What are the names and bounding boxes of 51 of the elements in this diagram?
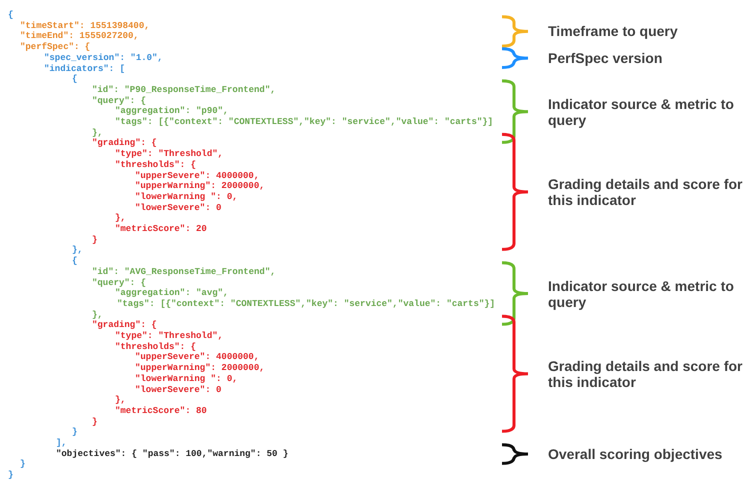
code-line: "tags": [{"context": "CONTEXTLESS","key": "service","value": "carts"}] xyxy=(117,298,496,309)
code-line: "id": "P90_ResponseTime_Frontend", xyxy=(92,84,276,95)
code-line: "query": { xyxy=(92,96,146,106)
code-line: "upperSevere": 4000000, xyxy=(135,170,260,180)
code-line: { xyxy=(72,256,78,266)
code-line: }, xyxy=(92,128,103,138)
code-line: "lowerWarning ": 0, xyxy=(135,374,238,384)
code-line: "indicators": [ xyxy=(44,64,126,74)
code-line: "lowerWarning ": 0, xyxy=(135,192,238,202)
annotation-text: Overall scoring objectives xyxy=(548,446,724,462)
code-line: "grading": { xyxy=(92,138,157,148)
code-line: } xyxy=(20,459,26,470)
code-line: "upperWarning": 2000000, xyxy=(135,181,265,192)
code-line: "type": "Threshold", xyxy=(115,331,224,341)
code-line: "aggregation": "avg", xyxy=(115,288,228,298)
code-line: "timeStart": 1551398400, xyxy=(20,20,150,31)
code-line: "objectives": { "pass": 100,"warning": 50 } xyxy=(56,448,288,459)
code-line: }, xyxy=(115,213,126,224)
code-line: "metricScore": 20 xyxy=(115,224,207,234)
code-line: "lowerSevere": 0 xyxy=(135,202,222,213)
code-line: "thresholds": { xyxy=(115,342,196,352)
code-line: } xyxy=(92,234,98,245)
code-line: "aggregation": "p90", xyxy=(115,106,228,116)
code-line: "type": "Threshold", xyxy=(115,149,224,160)
code-line: "lowerSevere": 0 xyxy=(135,384,222,394)
code-line: { xyxy=(8,10,14,20)
code-line: } xyxy=(72,427,78,438)
code-line: "metricScore": 80 xyxy=(115,406,207,416)
code-line: "upperSevere": 4000000, xyxy=(135,352,260,362)
code-line: { xyxy=(72,74,78,84)
code-line: "upperWarning": 2000000, xyxy=(135,363,265,374)
code-line: } xyxy=(8,470,14,480)
annotation-text: Indicator source & metric to query xyxy=(548,96,735,128)
code-line: }, xyxy=(72,245,83,256)
code-line: ], xyxy=(56,438,67,448)
code-line: "thresholds": { xyxy=(115,160,196,170)
annotation-text: PerfSpec version xyxy=(548,50,664,66)
code-line: "perfSpec": { xyxy=(20,42,90,52)
code-line: "id": "AVG_ResponseTime_Frontend", xyxy=(92,266,276,277)
annotation-text: Indicator source & metric to query xyxy=(548,278,735,310)
code-line: } xyxy=(92,416,98,427)
annotation-text: Timeframe to query xyxy=(548,23,679,40)
code-line: "tags": [{"context": "CONTEXTLESS","key": "service","value": "carts"}] xyxy=(115,117,494,127)
code-line: "spec_version": "1.0", xyxy=(44,52,163,63)
code-line: "grading": { xyxy=(92,320,157,330)
code-line: }, xyxy=(92,310,103,320)
annotation-text: Grading details and score for this indicator xyxy=(548,176,743,208)
code-line: }, xyxy=(115,395,126,406)
annotation-text: Grading details and score for this indicator xyxy=(548,358,743,390)
code-line: "timeEnd": 1555027200, xyxy=(20,31,139,42)
code-line: "query": { xyxy=(92,278,146,288)
